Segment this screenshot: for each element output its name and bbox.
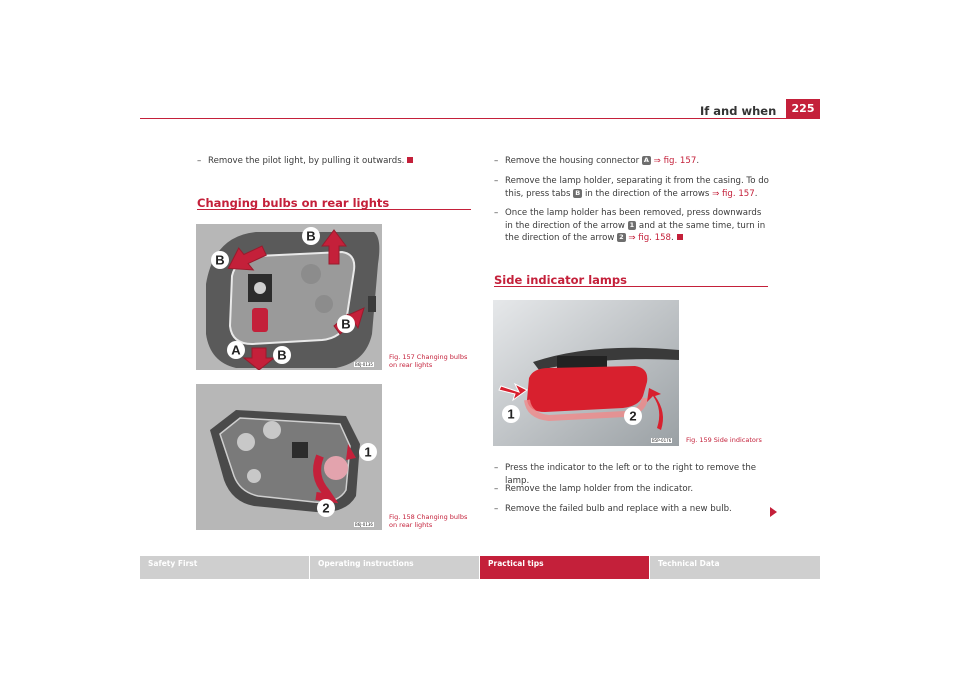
section-heading-side-indicators: Side indicator lamps	[494, 273, 627, 287]
footer-tab-operating-instructions[interactable]: Operating instructions	[310, 556, 479, 579]
fig-158-link[interactable]: ⇒ fig. 158	[628, 233, 672, 243]
badge-1: 1	[627, 220, 637, 230]
callout-2: 2	[322, 501, 329, 516]
page-header-title: If and when	[700, 104, 777, 118]
step-remove-pilot-light: – Remove the pilot light, by pulling it …	[197, 155, 472, 168]
section-heading-rule	[494, 286, 768, 287]
figure-159-caption: Fig. 159 Side indicators	[686, 436, 762, 444]
figure-code: B5P-0176	[651, 438, 673, 443]
callout-2: 2	[629, 409, 636, 424]
callout-1: 1	[507, 407, 514, 422]
continue-arrow-icon	[770, 507, 777, 517]
fig-157-link[interactable]: ⇒ fig. 157	[653, 156, 697, 166]
figure-code: B6J-0136	[354, 522, 374, 527]
figure-157-caption: Fig. 157 Changing bulbs on rear lights	[389, 353, 468, 369]
section-heading-rear-lights: Changing bulbs on rear lights	[197, 196, 390, 210]
figure-158-lamp-holder: B6J-0136 1 2	[196, 384, 382, 530]
header-rule	[140, 118, 820, 119]
figure-157-rear-light-housing: B6J-0135 B B B B A	[196, 224, 382, 370]
step-text: Press the indicator to the left or to th…	[505, 463, 757, 486]
page-number: 225	[786, 99, 820, 118]
step-remove-housing-connector: – Remove the housing connector A ⇒ fig. …	[494, 156, 700, 166]
footer-tab-technical-data[interactable]: Technical Data	[650, 556, 820, 579]
section-heading-rule	[197, 209, 471, 210]
badge-2: 2	[617, 233, 626, 242]
step-remove-lamp-holder: – Remove the lamp holder, separating it …	[494, 176, 769, 199]
figure-157-callouts: B B B B A	[211, 227, 355, 364]
step-press-and-turn: – Once the lamp holder has been removed,…	[494, 208, 766, 243]
figure-159-callouts: 1 2	[502, 405, 642, 425]
step-text: Remove the lamp holder from the indicato…	[505, 484, 694, 494]
callout-b: B	[306, 229, 315, 244]
footer-tab-safety-first[interactable]: Safety First	[140, 556, 309, 579]
callout-b: B	[341, 317, 350, 332]
step-remove-holder-from-indicator: – Remove the lamp holder from the indica…	[494, 483, 770, 496]
fig-157-link[interactable]: ⇒ fig. 157	[712, 188, 755, 199]
figure-158-callouts: 1 2	[317, 443, 377, 517]
badge-b: B	[573, 188, 583, 198]
badge-a: A	[641, 156, 651, 165]
step-text: Remove the failed bulb and replace with …	[505, 504, 732, 514]
callout-1: 1	[364, 445, 371, 460]
footer-tab-practical-tips[interactable]: Practical tips	[480, 556, 649, 579]
callout-b: B	[215, 253, 224, 268]
step-text: Remove the pilot light, by pulling it ou…	[208, 156, 405, 166]
step-press-indicator: – Press the indicator to the left or to …	[494, 462, 770, 487]
callout-b: B	[277, 348, 286, 363]
figure-code: B6J-0135	[354, 362, 374, 367]
figure-158-caption: Fig. 158 Changing bulbs on rear lights	[389, 513, 468, 529]
figure-159-side-indicator: B5P-0176 1 2	[493, 300, 679, 446]
callout-a: A	[231, 343, 241, 358]
end-marker	[676, 234, 683, 240]
step-replace-bulb: – Remove the failed bulb and replace wit…	[494, 503, 770, 516]
end-marker	[407, 157, 414, 163]
